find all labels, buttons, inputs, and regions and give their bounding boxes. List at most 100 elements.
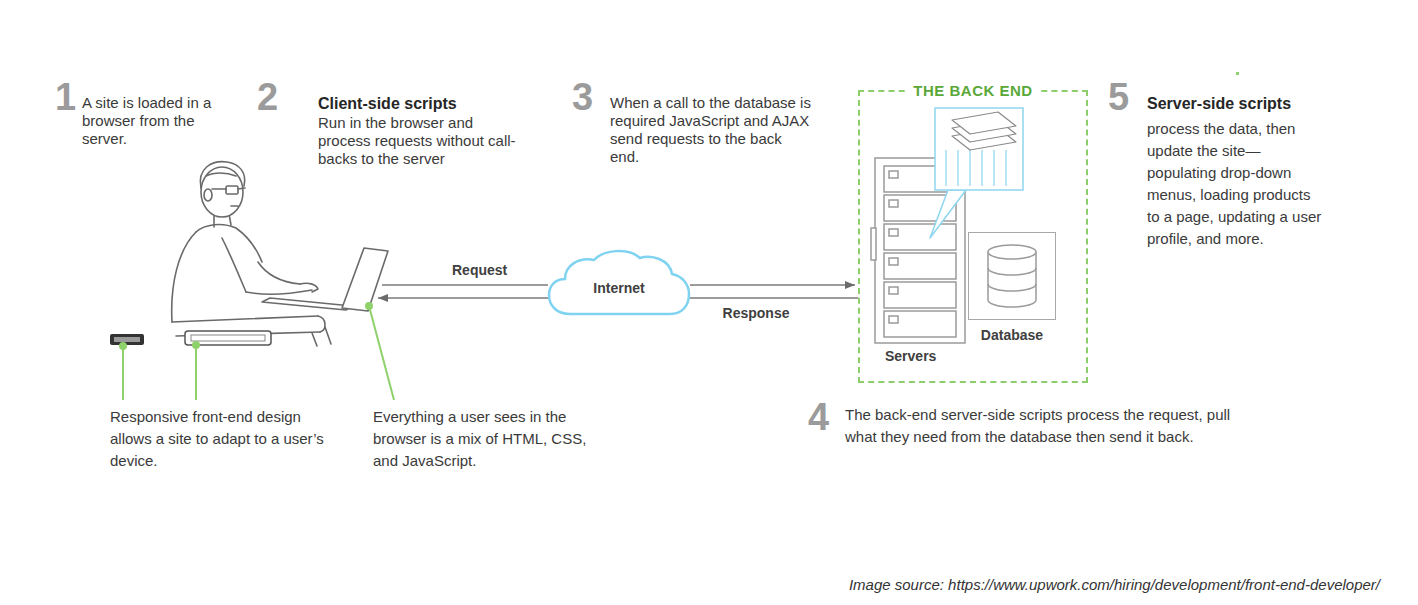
database-drawing [988,245,1036,307]
text-holder: Image source: https://www.upwork.com/hir… [849,576,1380,594]
text-holder: THE BACK END [860,81,1086,101]
phone-icon [110,334,144,345]
laptop-base [262,298,352,310]
node-label: Internet [593,280,644,296]
callout-line [957,150,958,186]
rack-drawer [884,282,956,308]
text-holder: When a call to the database is required … [610,94,815,166]
connector-arrow [690,284,855,286]
cloud-outline [549,251,689,314]
text-holder: 4 [808,398,829,436]
leader-line [195,345,197,400]
step-heading: Server-side scripts [1147,95,1291,112]
text-holder: Servers [885,348,936,365]
callout-line [969,150,970,186]
text-holder: The back-end server-side scripts process… [845,404,1265,448]
text-holder: Server-side scripts [1147,94,1291,113]
text-holder: 3 [572,78,593,116]
rack-handle [871,228,876,260]
document-stack [952,112,1016,150]
rack-drawer [884,253,956,279]
person-mouth [231,205,238,207]
person-knee [318,316,325,332]
person-hand [300,283,318,292]
step-number: 4 [808,396,829,438]
text-holder: Internet [548,280,690,297]
request-line [382,284,548,286]
rack-drawer [884,224,956,250]
text-holder: process the data, then update the site—p… [1147,118,1325,250]
person-ear [204,189,212,201]
internet-cloud: Internet [548,248,690,322]
back-end-region: THE BACK ENDServersDatabase [858,90,1088,383]
person-hair [206,173,236,176]
callout-lines [946,150,1006,186]
text-holder: Response [717,305,796,322]
person-arm [258,262,300,284]
person-head [201,167,243,217]
step-text: The back-end server-side scripts process… [845,406,1230,445]
leader-dot [193,342,199,348]
person-hair [200,162,244,188]
connectors [690,285,858,298]
text-holder: Everything a user sees in the browser is… [373,406,613,472]
person-back [172,232,196,322]
drawer-label [889,200,898,207]
connector-label: Response [717,305,796,321]
text-holder: Run in the browser and process requests … [318,114,523,168]
database-body [988,252,1036,307]
leader-dot [120,343,126,349]
drawer-label [889,316,898,323]
database-band [988,284,1036,291]
step-number: 5 [1108,76,1129,118]
database-top [988,245,1036,259]
drawer-label [889,229,898,236]
database-band [988,268,1036,275]
text-holder: 2 [257,78,278,116]
step-number: 1 [55,76,76,118]
person-arm [246,290,312,294]
image-caption: Image source: https://www.upwork.com/hir… [849,576,1380,593]
leader-dot [366,303,372,309]
decor-dot [1236,72,1239,75]
person-shin [312,327,331,346]
person-glasses [212,188,245,189]
phone-screen [114,337,140,342]
response-line [378,297,548,299]
person-glasses [226,186,238,194]
node-label: Servers [885,348,936,364]
step-text: process the data, then update the site—p… [1147,120,1321,247]
connector-arrow [690,297,858,299]
leader-lines [120,303,394,400]
text-holder: 1 [55,78,76,116]
leader-line [122,346,124,400]
laptop-screen [342,248,388,311]
text-holder: A site is loaded in a browser from the s… [82,94,212,148]
callout-line [993,150,994,186]
text-holder: Responsive front-end design allows a sit… [110,406,325,472]
callout-line [1005,150,1006,186]
text-holder: Request [452,262,507,279]
rack-drawer [884,311,956,337]
step-text: Run in the browser and process requests … [318,114,516,167]
person-arm [222,238,246,292]
step-text: When a call to the database is required … [610,94,811,165]
person-shoulders [196,225,262,262]
leader-line [369,306,394,400]
callout-text: Responsive front-end design allows a sit… [110,408,324,469]
arrow-label: Request [452,262,507,278]
node-label: Database [981,327,1043,343]
person-leg [172,316,318,322]
documents-callout [935,108,1023,190]
text-holder: 5 [1108,78,1129,116]
step-text: A site is loaded in a browser from the s… [82,94,211,147]
text-holder: Client-side scripts [318,94,457,113]
callout-pointer [930,190,966,238]
drawer-label [889,171,898,178]
step-number: 3 [572,76,593,118]
step-number: 2 [257,76,278,118]
step-heading: Client-side scripts [318,95,457,112]
